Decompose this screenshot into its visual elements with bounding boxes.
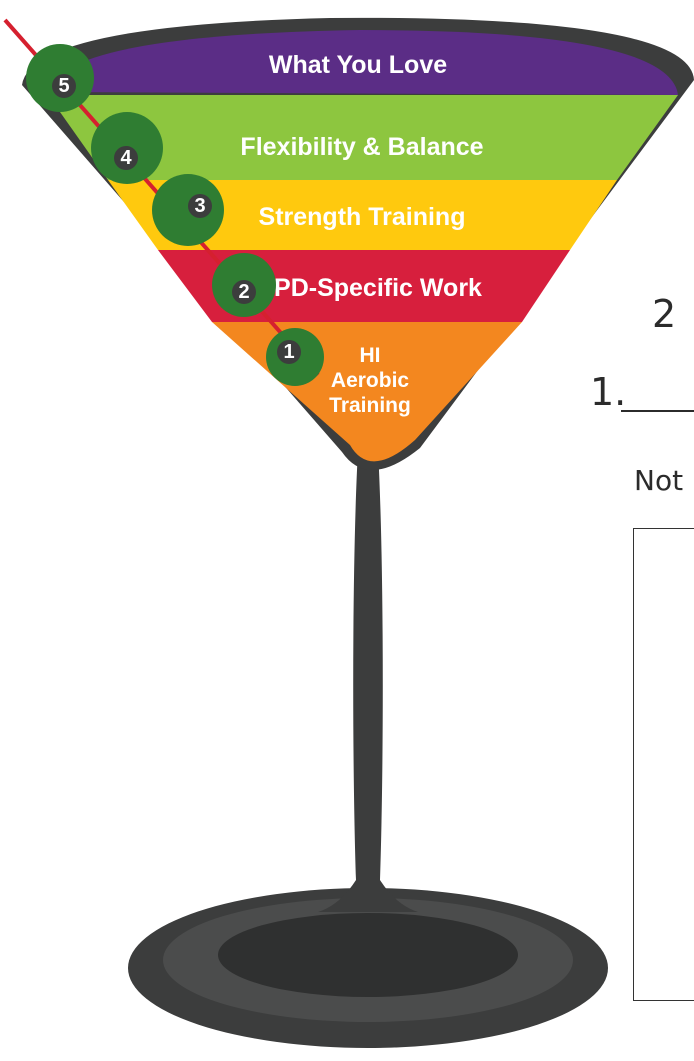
svg-text:3: 3 xyxy=(194,195,205,217)
list-number-2: 2 xyxy=(652,292,677,336)
layer-label-aerobic: Aerobic xyxy=(331,369,410,392)
layer-label-pd-specific-work: PD-Specific Work xyxy=(274,274,482,302)
svg-text:2: 2 xyxy=(238,281,249,303)
layer-label-flexibility-balance: Flexibility & Balance xyxy=(240,133,483,161)
svg-text:1: 1 xyxy=(283,341,294,363)
layer-strength-training xyxy=(108,180,617,250)
list-number-1: 1. xyxy=(590,370,627,414)
olive-2: 2 xyxy=(212,253,276,317)
layer-label-hi: HI xyxy=(360,344,381,367)
layer-what-you-love xyxy=(48,30,678,95)
layer-label-what-you-love: What You Love xyxy=(269,51,447,79)
layer-flexibility-balance xyxy=(48,95,678,180)
answer-line-1[interactable] xyxy=(621,410,694,412)
svg-text:5: 5 xyxy=(58,75,69,97)
olive-3: 3 xyxy=(152,174,224,246)
notes-label: Not xyxy=(634,464,684,497)
glass-base-center xyxy=(218,913,518,997)
layer-label-training: Training xyxy=(329,394,411,417)
olive-4: 4 xyxy=(91,112,163,184)
svg-text:4: 4 xyxy=(120,147,132,169)
olive-1: 1 xyxy=(266,328,324,386)
layer-label-strength-training: Strength Training xyxy=(259,203,466,231)
glass-stem xyxy=(318,450,418,912)
olive-5: 5 xyxy=(26,44,94,112)
notes-box[interactable] xyxy=(633,528,694,1001)
